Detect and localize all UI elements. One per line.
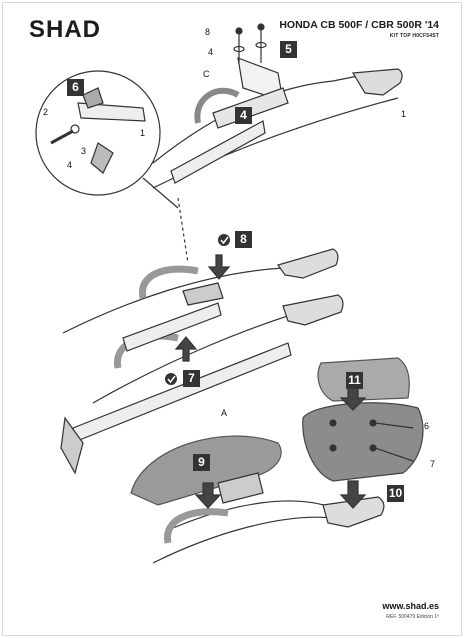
brand-logo: SHAD xyxy=(29,16,102,43)
step-9-badge: 9 xyxy=(193,454,210,471)
grab-handle-2 xyxy=(139,265,199,299)
detail-circle xyxy=(35,70,161,196)
leader-7 xyxy=(374,447,414,462)
label-4-detail: 4 xyxy=(67,160,73,170)
step-11-badge: 11 xyxy=(346,372,363,389)
rack-rail-1 xyxy=(170,120,266,184)
detail-washer xyxy=(70,124,80,134)
label-8: 8 xyxy=(205,27,211,37)
frame-line-2a xyxy=(62,267,284,334)
label-3: 3 xyxy=(81,146,87,156)
assembly-illustration xyxy=(35,23,424,564)
washer-right xyxy=(255,41,267,49)
screw-a xyxy=(329,419,337,427)
reference-code: REF. 500479 Edición 1ª xyxy=(386,614,439,620)
bolt-head-right xyxy=(257,23,265,31)
check-icon-7 xyxy=(165,373,177,385)
step-4-badge: 4 xyxy=(235,107,252,124)
label-1-detail: 1 xyxy=(140,128,146,138)
down-arrow-8 xyxy=(207,254,231,280)
down-arrow-9 xyxy=(194,482,222,509)
step-10-badge: 10 xyxy=(387,485,404,502)
label-c: C xyxy=(203,69,210,79)
tail-light-3 xyxy=(282,294,344,326)
step-5-badge: 5 xyxy=(280,41,297,58)
frame-line-3 xyxy=(172,500,334,529)
detail-bolt xyxy=(50,129,74,145)
base-plate xyxy=(302,402,424,482)
down-arrow-11 xyxy=(339,387,367,411)
step-7-badge: 7 xyxy=(183,370,200,387)
step-6-badge: 6 xyxy=(67,79,84,96)
washer-left xyxy=(233,45,245,53)
plate-2 xyxy=(182,282,224,306)
website-link[interactable]: www.shad.es xyxy=(382,601,439,611)
tail-light-4 xyxy=(322,496,385,528)
grab-handle-c xyxy=(194,87,240,124)
label-1-right: 1 xyxy=(401,109,407,119)
tail-light-1 xyxy=(351,68,403,96)
tail-light-2 xyxy=(277,248,339,279)
grab-handle-4 xyxy=(164,508,229,544)
detail-bracket xyxy=(90,142,114,174)
screw-c xyxy=(329,444,337,452)
latch-bracket xyxy=(217,472,264,504)
bolt-head-left xyxy=(235,27,243,35)
leader-dashed xyxy=(177,197,189,264)
up-arrow-7 xyxy=(174,336,198,362)
down-arrow-10 xyxy=(339,480,367,509)
frame-line-3b xyxy=(152,516,334,564)
cover-plate xyxy=(317,357,410,402)
detail-leader xyxy=(142,177,179,209)
check-icon-8 xyxy=(218,234,230,246)
step-8-badge: 8 xyxy=(235,231,252,248)
label-7: 7 xyxy=(430,459,436,469)
kit-code: KIT TOP H0CF54ST xyxy=(389,33,439,39)
model-title: HONDA CB 500F / CBR 500R '14 xyxy=(279,19,439,31)
foot-bracket xyxy=(60,416,84,475)
rack-rail-2 xyxy=(122,302,222,352)
label-a: A xyxy=(221,408,228,418)
label-4-top: 4 xyxy=(208,47,214,57)
leader-6 xyxy=(374,422,414,429)
detail-rail xyxy=(77,102,146,122)
detail-clamp xyxy=(82,87,104,109)
label-6: 6 xyxy=(424,421,430,431)
label-2: 2 xyxy=(43,107,49,117)
